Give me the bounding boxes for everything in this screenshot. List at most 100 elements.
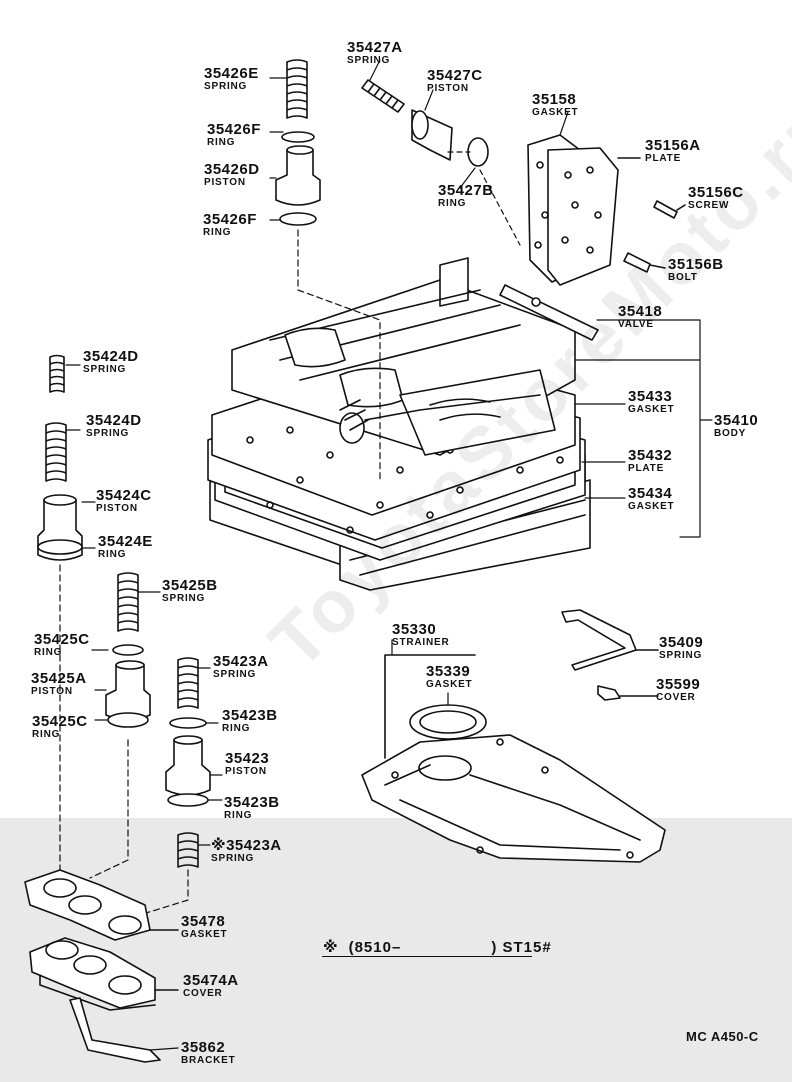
part-number: 35427C (427, 67, 483, 84)
gasket-35478 (24, 869, 151, 941)
accumulator-35424-group (37, 354, 83, 881)
part-name: RING (98, 549, 127, 560)
callout-35433: 35433 GASKET (628, 389, 674, 415)
callout-35423B-bottom: 35423B RING (224, 795, 280, 821)
part-name: RING (203, 227, 232, 238)
part-number: 35427B (438, 182, 494, 199)
bracket-35862 (69, 997, 161, 1063)
spring-35426E (286, 59, 308, 119)
footnote-underline (322, 956, 532, 957)
part-number: 35418 (618, 303, 663, 320)
part-name: SPRING (659, 650, 703, 661)
valve-35418 (499, 284, 599, 341)
part-name: VALVE (618, 319, 654, 330)
part-number: 35156C (688, 184, 744, 201)
part-number: 35339 (426, 663, 471, 680)
part-number: 35424E (98, 533, 153, 550)
callout-35424C: 35424C PISTON (96, 488, 152, 514)
accumulator-35425-group (89, 572, 151, 879)
part-name: PLATE (645, 153, 682, 164)
callout-35425C-top: 35425C RING (34, 632, 90, 658)
part-name: RING (222, 723, 251, 734)
ring-35423B-bottom (167, 793, 209, 807)
part-name: SPRING (211, 853, 255, 864)
part-name: PISTON (31, 686, 73, 697)
part-number: 35423B (224, 794, 280, 811)
callout-35426F-bottom: 35426F RING (203, 212, 257, 238)
illustration-reference-code: MC A450-C (686, 1029, 759, 1044)
part-name: SPRING (347, 55, 391, 66)
part-number: 35426D (204, 161, 260, 178)
part-name: COVER (183, 988, 223, 999)
callout-35425B: 35425B SPRING (162, 578, 218, 604)
part-name: SPRING (162, 593, 206, 604)
part-name: GASKET (181, 929, 228, 940)
part-name: STRAINER (392, 637, 450, 648)
piston-35425A (105, 664, 151, 721)
callout-35339: 35339 GASKET (426, 664, 472, 690)
ring-35426F-top (281, 131, 315, 143)
valve-body-assembly (207, 257, 599, 591)
cover-35474A (29, 937, 156, 1009)
part-name: SPRING (213, 669, 257, 680)
part-name: GASKET (628, 404, 675, 415)
part-number: 35474A (183, 972, 239, 989)
part-name: SPRING (86, 428, 130, 439)
part-name: RING (224, 810, 253, 821)
spring-35424D-long (45, 422, 67, 482)
part-name: BODY (714, 428, 747, 439)
part-number: 35158 (532, 91, 577, 108)
spring-35423A-top (177, 657, 199, 709)
callout-35158: 35158 GASKET (532, 92, 578, 118)
spring-35409 (561, 609, 637, 671)
part-number: 35156B (668, 256, 724, 273)
part-name: RING (32, 729, 61, 740)
part-number: 35423A (213, 653, 269, 670)
part-name: PISTON (96, 503, 138, 514)
callout-35410: 35410 BODY (714, 413, 758, 439)
part-number: 35425C (34, 631, 90, 648)
callout-35862: 35862 BRACKET (181, 1040, 236, 1066)
accumulator-35426-group (275, 59, 381, 481)
spring-35423A-bottom (177, 832, 199, 868)
callout-35156B: 35156B BOLT (668, 257, 724, 283)
part-number: 35426E (204, 65, 259, 82)
part-name: COVER (656, 692, 696, 703)
callout-35426E: 35426E SPRING (204, 66, 259, 92)
part-number: 35156A (645, 137, 701, 154)
callout-35418: 35418 VALVE (618, 304, 662, 330)
callout-35424E: 35424E RING (98, 534, 153, 560)
callout-35424D-b: 35424D SPRING (86, 413, 142, 439)
callout-35423A-bottom: ※35423A SPRING (211, 838, 282, 864)
part-number: 35410 (714, 412, 759, 429)
callout-35423: 35423 PISTON (225, 751, 269, 777)
spring-35425B (117, 572, 139, 632)
part-number: 35434 (628, 485, 673, 502)
accumulator-35427-group (361, 79, 521, 246)
callout-35409: 35409 SPRING (659, 635, 703, 661)
part-name: GASKET (532, 107, 579, 118)
bolt-35156B (623, 252, 651, 273)
cover-35599 (597, 685, 621, 701)
part-number: 35425A (31, 670, 87, 687)
piston-35423 (165, 739, 211, 796)
part-number: 35427A (347, 39, 403, 56)
part-number: 35330 (392, 621, 437, 638)
ring-35427B (467, 137, 489, 167)
part-name: SPRING (83, 364, 127, 375)
ring-35425C-bottom (107, 712, 149, 728)
footnote-date-range: (8510– (348, 939, 402, 956)
part-name: PISTON (225, 766, 267, 777)
callout-35423B-top: 35423B RING (222, 708, 278, 734)
leader-lines (65, 59, 713, 1051)
plate-35156A (547, 147, 619, 286)
callout-35425C-bottom: 35425C RING (32, 714, 88, 740)
part-name: BOLT (668, 272, 698, 283)
part-number: 35425B (162, 577, 218, 594)
callout-35330: 35330 STRAINER (392, 622, 450, 648)
part-name: RING (207, 137, 236, 148)
callout-35478: 35478 GASKET (181, 914, 227, 940)
part-number: 35424D (83, 348, 139, 365)
detent-spring-group (561, 609, 659, 701)
